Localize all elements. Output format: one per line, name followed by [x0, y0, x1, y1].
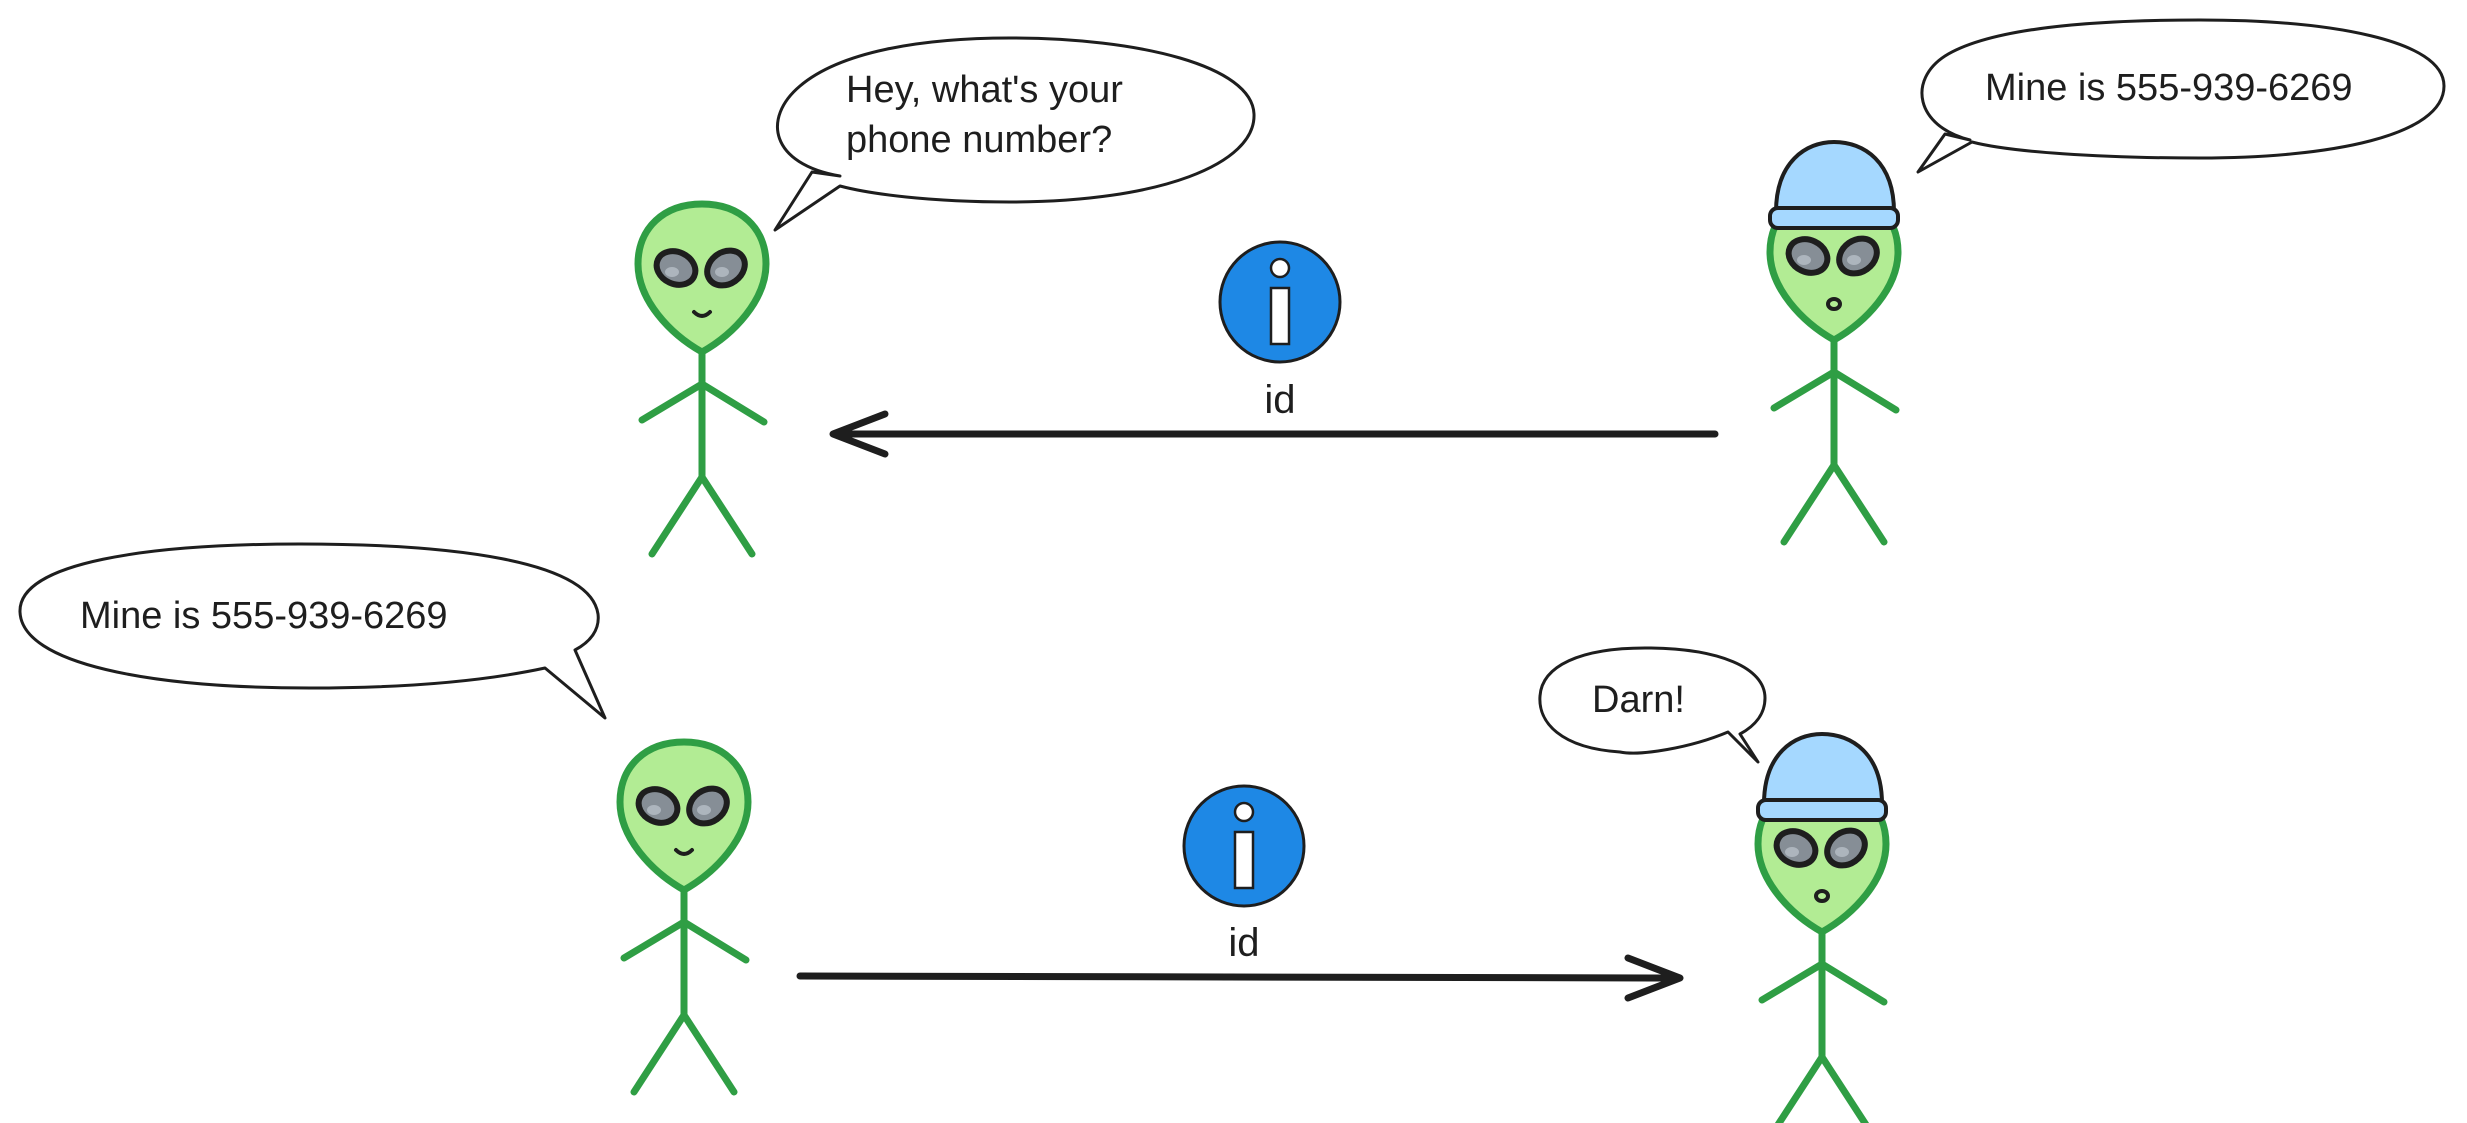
beanie-hat-icon	[1768, 140, 1900, 230]
bottom-right-speech-bubble: Darn!	[1538, 646, 1767, 764]
top-arrow-left	[829, 410, 1719, 458]
bottom-arrow-right	[796, 954, 1684, 1002]
top-message-label: id	[1264, 378, 1295, 422]
top-left-bubble-line-1: Hey, what's your	[846, 69, 1123, 111]
top-left-bubble-line-2: phone number?	[846, 119, 1112, 161]
bottom-left-speech-bubble: Mine is 555-939-6269	[18, 542, 607, 720]
bottom-right-bubble-text: Darn!	[1592, 679, 1685, 721]
alien-bottom-right-with-beanie	[1756, 732, 1888, 1123]
top-left-speech-bubble: Hey, what's your phone number?	[773, 36, 1256, 232]
bottom-message-label: id	[1228, 921, 1259, 965]
bottom-left-bubble-text: Mine is 555-939-6269	[80, 595, 448, 637]
top-right-speech-bubble: Mine is 555-939-6269	[1916, 18, 2446, 174]
top-right-bubble-text: Mine is 555-939-6269	[1985, 67, 2353, 109]
alien-top-right-with-beanie	[1768, 140, 1900, 542]
alien-top-left	[638, 204, 766, 554]
alien-bottom-left	[620, 742, 748, 1092]
info-icon	[1182, 784, 1306, 908]
info-icon	[1218, 240, 1342, 364]
beanie-hat-icon	[1756, 732, 1888, 822]
